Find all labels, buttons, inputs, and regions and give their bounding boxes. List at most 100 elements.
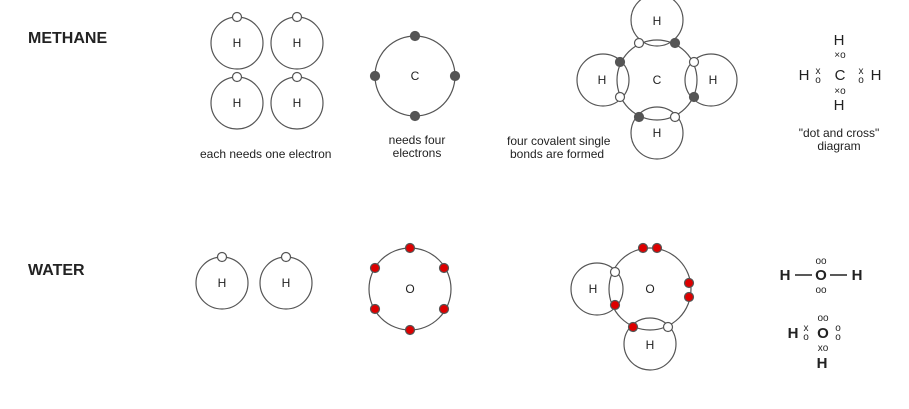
caption-line: electrons (392, 146, 442, 160)
hydrogen-electron (280, 251, 292, 263)
hydrogen-shell (623, 317, 677, 371)
hydrogen-label: H (293, 96, 302, 110)
carbon-electron (669, 37, 681, 49)
hydrogen-electron (231, 11, 243, 23)
x-mark-right: x (859, 66, 864, 77)
hydrogen-label: H (646, 338, 655, 352)
hydrogen-electron (609, 266, 621, 278)
lone-pair-bottom: oo (815, 285, 827, 296)
hydrogen-electron (669, 111, 681, 123)
oxygen-label: O (405, 282, 414, 296)
hydrogen-shell (684, 53, 738, 107)
dot-cross-h-bottom: H (834, 97, 845, 114)
oxygen-electron (438, 303, 450, 315)
oxygen-electron (651, 242, 663, 254)
water-title: WATER (28, 262, 85, 279)
water-dot-and-cross: oo H x o O o o xo H (788, 313, 842, 372)
hydrogen-label: H (598, 73, 607, 87)
hydrogen-label: H (282, 276, 291, 290)
hydrogen-shell (570, 262, 624, 316)
hydrogen-label: H (233, 96, 242, 110)
xo-mark-bottom: xo (818, 343, 829, 354)
x-mark-left: x (816, 66, 821, 77)
oxygen-electron (404, 324, 416, 336)
hydrogen-shell (576, 53, 630, 107)
carbon-electron (614, 56, 626, 68)
dot-cross-h-top: H (788, 325, 799, 342)
dot-cross-o: O (817, 325, 829, 342)
oxygen-shell (608, 247, 692, 331)
o-mark-right-1: o (835, 323, 841, 334)
hydrogen-label: H (589, 282, 598, 296)
carbon-electron (633, 111, 645, 123)
methane-title: METHANE (28, 30, 108, 47)
xo-mark-bottom: ×o (834, 86, 846, 97)
hydrogen-label: H (653, 14, 662, 28)
dot-cross-h-top: H (834, 32, 845, 49)
hydrogen-electron (291, 71, 303, 83)
carbon-label: C (653, 73, 662, 87)
oxygen-label: O (645, 282, 654, 296)
caption-line: needs four (388, 133, 446, 147)
water-oxygen-atom: O (368, 242, 452, 336)
x-mark: x (804, 323, 809, 334)
hydrogen-electron (216, 251, 228, 263)
pair-top: oo (817, 313, 829, 324)
methane-dot-and-cross: H ×o H x o C x o H ×o H (799, 32, 882, 114)
caption-carbon-needs: needs four electrons (375, 134, 459, 160)
hydrogen-shell (630, 106, 684, 160)
carbon-electron (369, 70, 381, 82)
dot-cross-h-left: H (799, 67, 810, 84)
carbon-electron (409, 110, 421, 122)
hydrogen-electron (614, 91, 626, 103)
caption-hydrogen-needs: each needs one electron (200, 147, 332, 161)
methane-molecule: C H H H H (576, 0, 738, 160)
hydrogen-label: H (293, 36, 302, 50)
methane-carbon-atom: C (369, 30, 461, 122)
water-molecule: O H H (570, 242, 695, 371)
lone-pair-top: oo (815, 256, 827, 267)
hydrogen-electron (291, 11, 303, 23)
carbon-electron (449, 70, 461, 82)
oxygen-electron (438, 262, 450, 274)
water-separate-hydrogens: H H (195, 251, 313, 310)
o-mark-left: o (815, 75, 821, 86)
hydrogen-electron (633, 37, 645, 49)
caption-line: "dot and cross" (798, 126, 880, 140)
caption-line: bonds are formed (510, 147, 605, 161)
hydrogen-electron (231, 71, 243, 83)
hydrogen-electron (662, 321, 674, 333)
oxygen-electron (683, 291, 695, 303)
caption-bonds-formed: four covalent single bonds are formed (507, 135, 610, 161)
dot-cross-h-right: H (871, 67, 882, 84)
structural-h-right: H (852, 267, 863, 284)
caption-line: four covalent single (507, 134, 611, 148)
hydrogen-shell (630, 0, 684, 47)
water-structural-formula: oo H O H oo (780, 256, 863, 296)
oxygen-electron (369, 262, 381, 274)
hydrogen-label: H (233, 36, 242, 50)
hydrogen-label: H (653, 126, 662, 140)
hydrogen-label: H (218, 276, 227, 290)
structural-h-left: H (780, 267, 791, 284)
carbon-electron (688, 91, 700, 103)
carbon-label: C (411, 69, 420, 83)
carbon-shell (616, 39, 698, 121)
oxygen-electron (627, 321, 639, 333)
caption-dot-and-cross: "dot and cross" diagram (786, 127, 892, 153)
oxygen-electron (637, 242, 649, 254)
structural-o: O (815, 267, 827, 284)
dot-cross-h-bottom: H (817, 355, 828, 372)
caption-line: diagram (817, 139, 861, 153)
oxygen-electron (683, 277, 695, 289)
carbon-electron (409, 30, 421, 42)
o-mark: o (803, 332, 809, 343)
oxygen-electron (609, 299, 621, 311)
xo-mark-top: ×o (834, 50, 846, 61)
o-mark-right: o (858, 75, 864, 86)
oxygen-electron (404, 242, 416, 254)
methane-separate-hydrogens: H H H H (210, 11, 324, 130)
hydrogen-label: H (709, 73, 718, 87)
oxygen-electron (369, 303, 381, 315)
